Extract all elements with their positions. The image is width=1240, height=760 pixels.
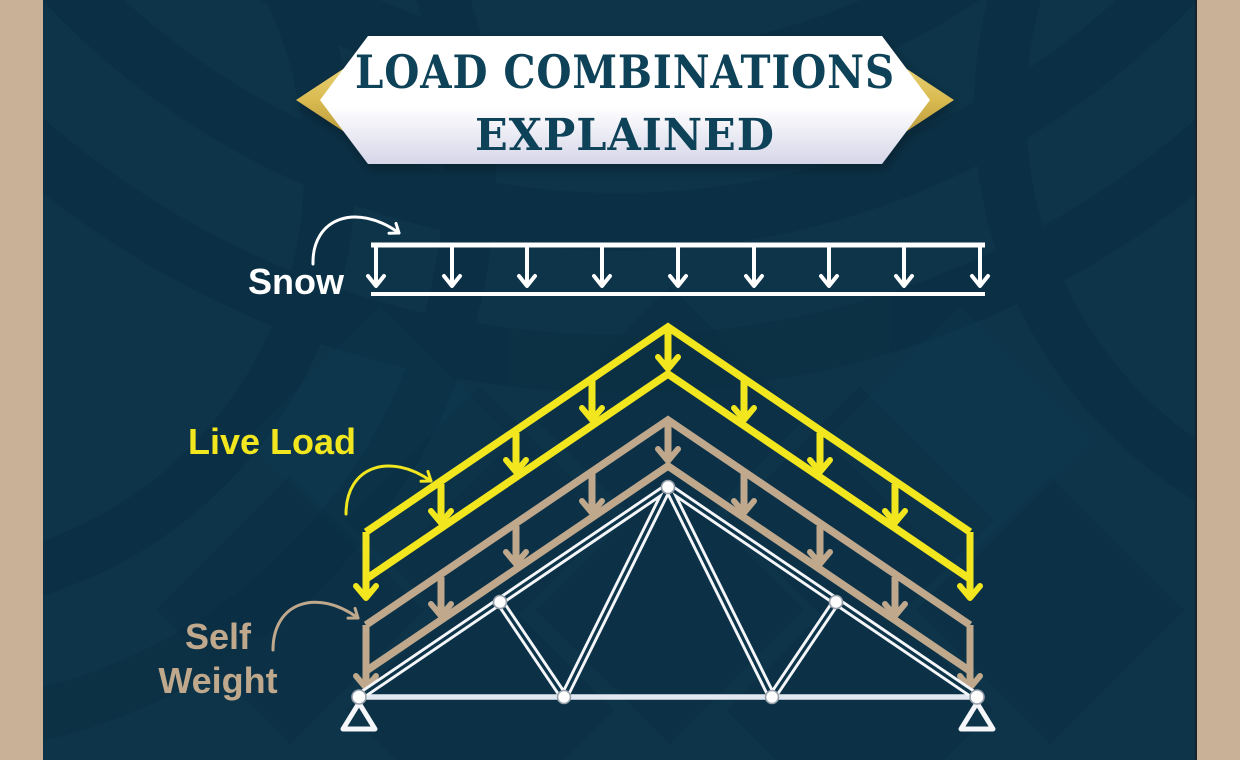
banner-title-line1: LOAD COMBINATIONS [355,45,895,99]
truss-node [764,689,780,705]
live-load-pointer-arrow-icon [344,464,433,516]
frame-border-left [0,0,43,760]
self-weight-label-line1: Self [185,616,252,657]
live-load-label: Live Load [188,421,356,462]
truss-node [828,594,844,610]
truss-node [351,689,367,705]
truss-node [556,689,572,705]
truss-node [660,479,676,495]
live-load-band-outer-line [363,322,973,536]
truss-group [340,479,996,732]
self-weight-pointer-arrow-icon [271,600,360,652]
truss-member-centerlines [357,485,979,699]
snow-load-arrows [366,247,990,288]
truss-node [492,594,508,610]
truss-support-right [958,700,996,732]
live-load-group: Live Load [188,322,983,601]
live-load-band-inner-line [363,369,973,583]
self-weight-band-outer-line [363,415,973,629]
self-weight-group: Self Weight [158,415,983,701]
banner-panel [320,36,930,164]
self-weight-band-inner-line [363,461,973,675]
title-banner: LOAD COMBINATIONS EXPLAINED [296,36,954,164]
truss-node [969,689,985,705]
banner-title-line2: EXPLAINED [475,110,775,161]
self-weight-label-line2: Weight [158,660,277,701]
frame-border-right [1197,0,1240,760]
snow-load-group: Snow [248,215,990,302]
truss-support-left [340,700,378,732]
snow-pointer-arrow-icon [311,215,401,266]
live-load-arrows [353,330,983,601]
self-weight-arrows [353,423,983,691]
snow-label: Snow [248,261,345,302]
